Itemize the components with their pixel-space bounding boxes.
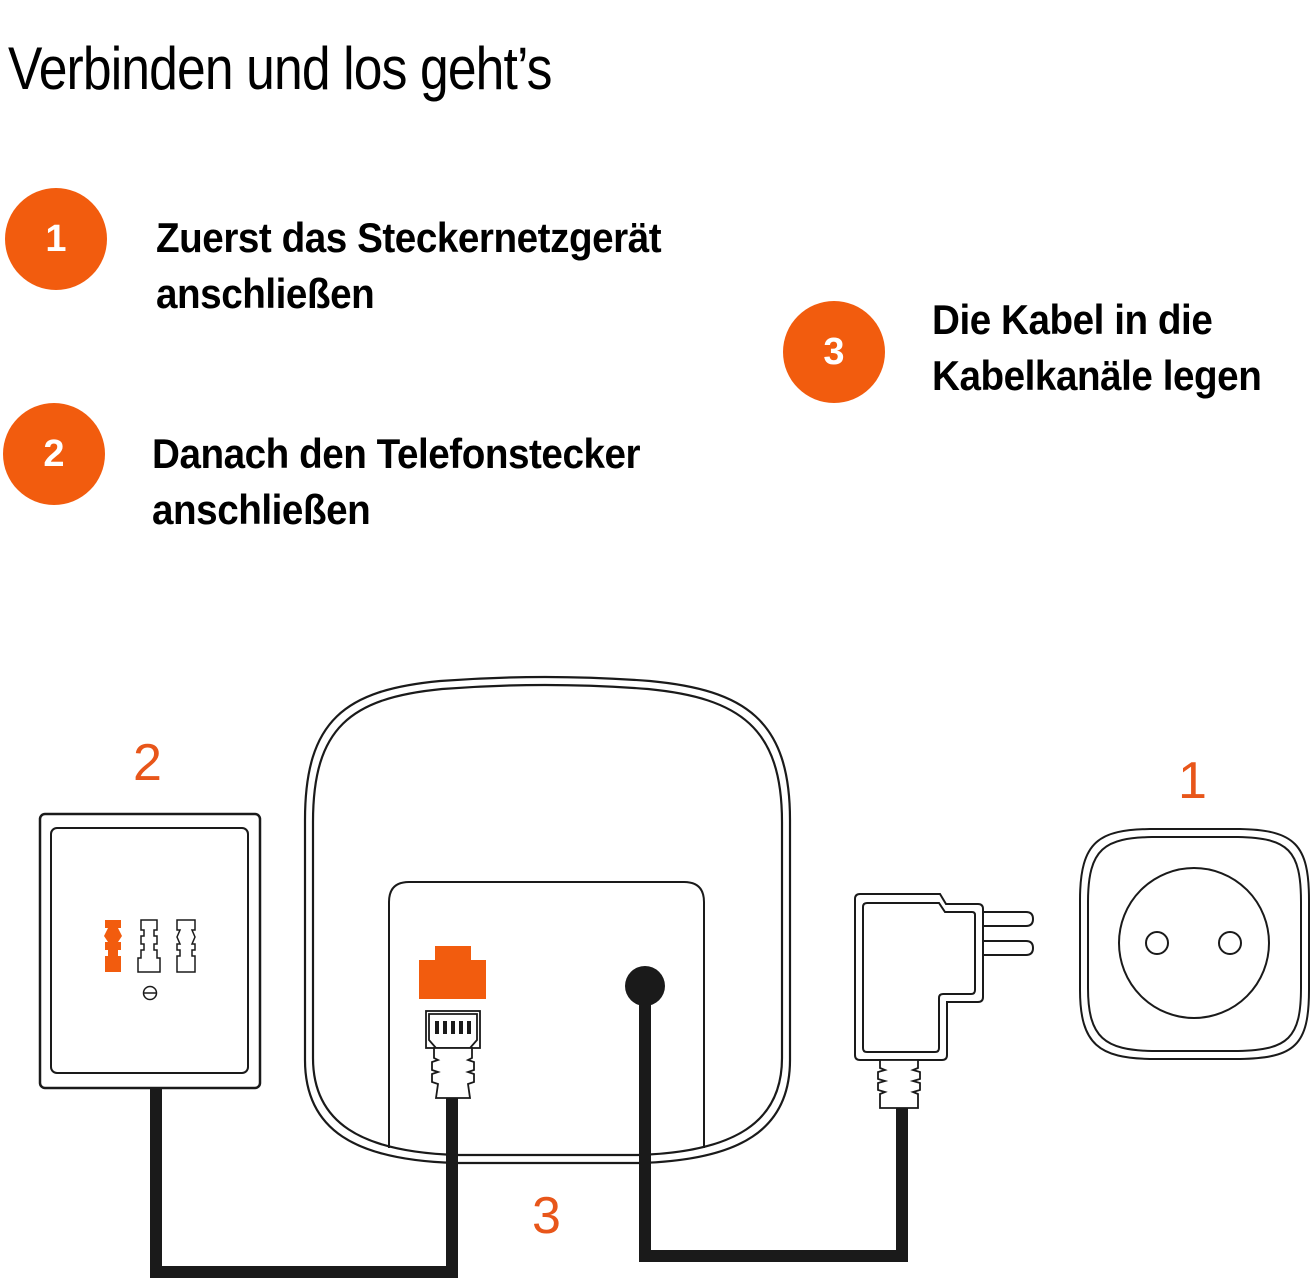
step-1-text: Zuerst das Steckernetzgerät anschließen <box>156 210 662 322</box>
rj-port-icon <box>419 946 486 999</box>
step-3-line-2: Kabelkanäle legen <box>932 352 1262 399</box>
step-3-badge: 3 <box>783 301 885 403</box>
page-title: Verbinden und los geht’s <box>8 35 552 103</box>
step-3-line-1: Die Kabel in die <box>932 296 1213 343</box>
power-cable <box>639 986 908 1262</box>
step-2-badge: 2 <box>3 403 105 505</box>
step-2-text: Danach den Telefonstecker anschließen <box>152 426 641 538</box>
step-2-line-1: Danach den Telefonstecker <box>152 430 641 477</box>
step-2-line-2: anschließen <box>152 486 371 533</box>
phone-cable <box>150 1088 458 1278</box>
diagram-label-3: 3 <box>532 1187 561 1245</box>
step-1-line-1: Zuerst das Steckernetzgerät <box>156 214 662 261</box>
wall-jack-icon <box>38 812 262 1090</box>
power-adapter-icon <box>854 893 1035 1109</box>
power-outlet-icon <box>1079 828 1310 1060</box>
diagram-label-1: 1 <box>1178 752 1207 810</box>
diagram-label-2: 2 <box>133 734 162 792</box>
step-1-badge: 1 <box>5 188 107 290</box>
rj-plug-icon <box>425 1010 481 1099</box>
step-3-text: Die Kabel in die Kabelkanäle legen <box>932 292 1262 404</box>
base-station-icon <box>303 675 792 1165</box>
step-1-line-2: anschließen <box>156 270 375 317</box>
